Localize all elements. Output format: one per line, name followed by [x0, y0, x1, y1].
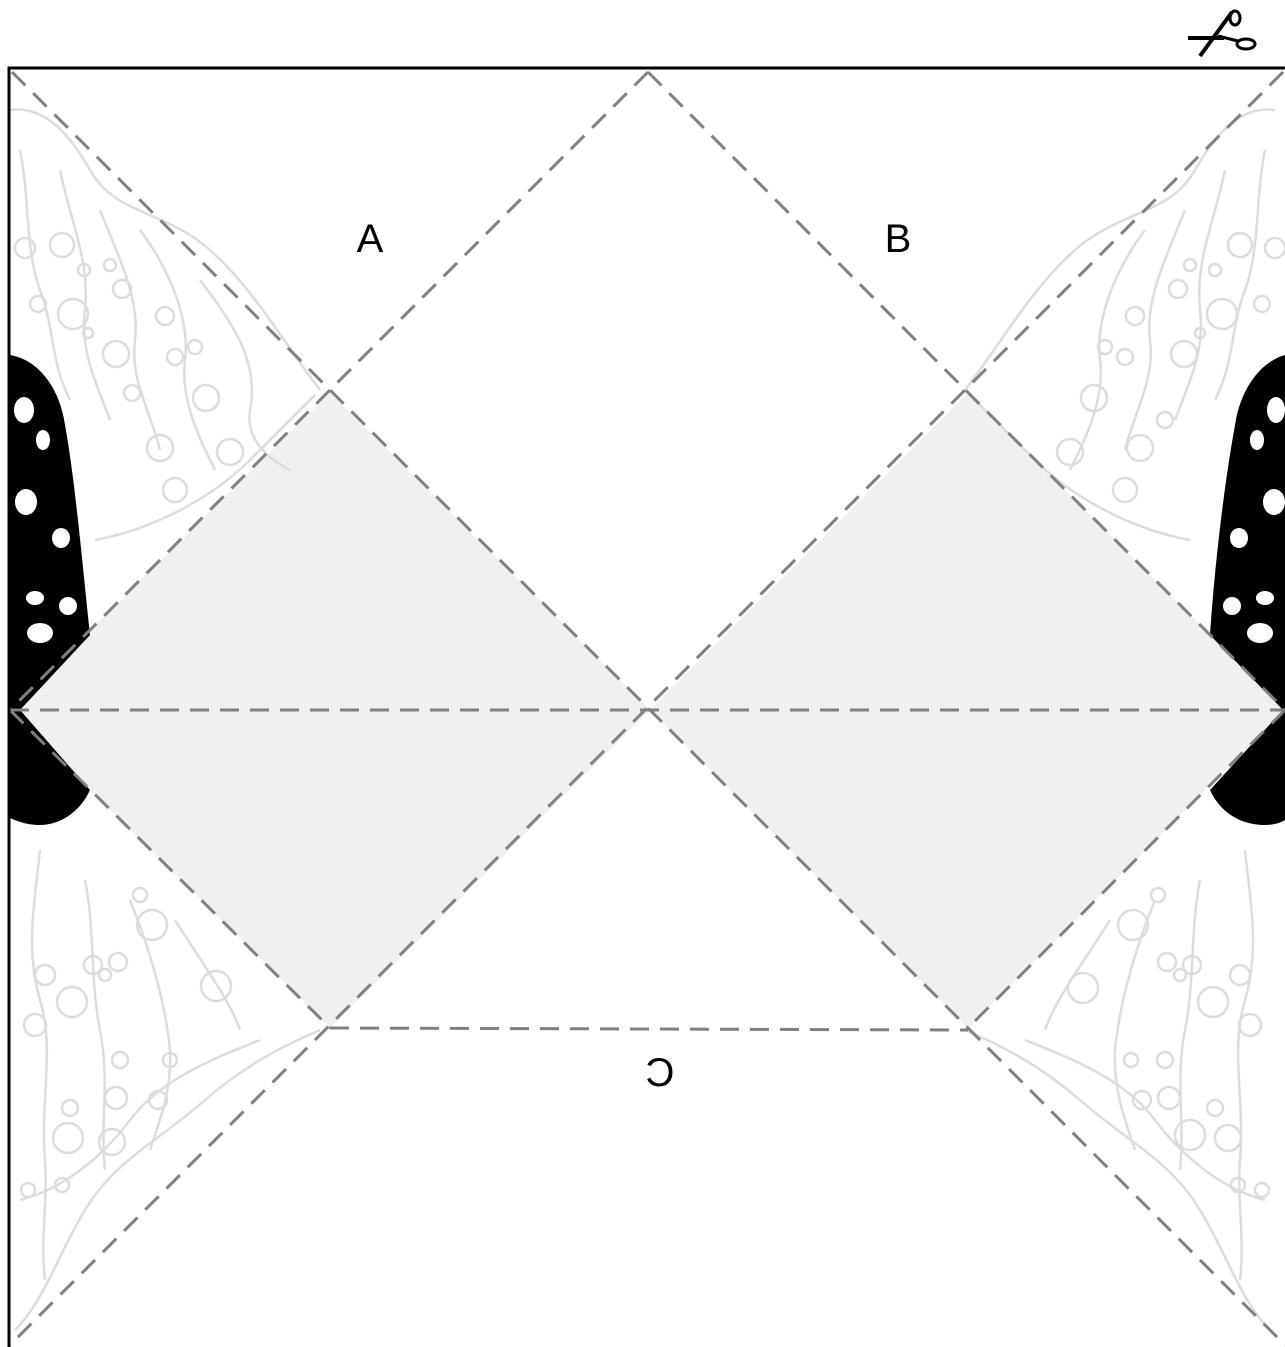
- panel-label-a: A: [357, 217, 384, 261]
- panel-label-b: B: [885, 217, 912, 261]
- panel-label-c: C: [646, 1051, 675, 1095]
